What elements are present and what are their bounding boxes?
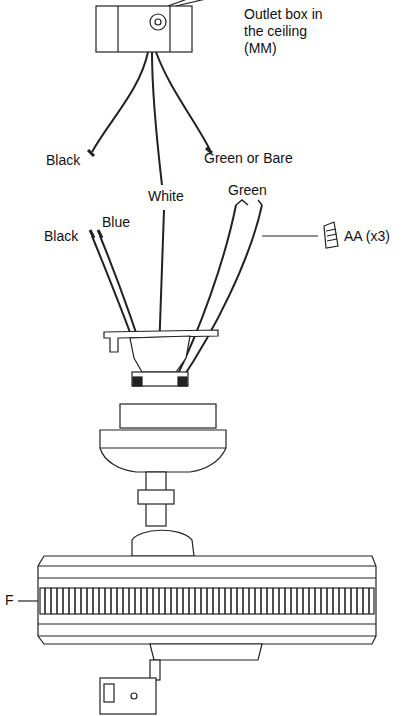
wire-label: Black [46,152,80,169]
wire-label: Blue [102,214,130,231]
switch-housing [100,678,156,714]
wire-label: White [148,188,184,205]
motor-top [132,530,194,556]
house-wire [92,52,148,152]
motor-housing [38,556,376,644]
wire-label: Green [228,182,267,199]
wire-label: Green or Bare [204,150,293,167]
wire-nut [324,222,338,248]
callout-letter: F [5,592,14,609]
leader-line [262,235,318,236]
canopy [120,404,216,428]
wire-label: Black [44,228,78,245]
supply-cable [168,0,210,6]
bottom-cap [150,644,262,660]
part-label: AA (x3) [344,228,390,245]
outlet-box [96,6,192,52]
leader-line [18,600,38,601]
part-label: Outlet box in the ceiling (MM) [244,6,326,57]
